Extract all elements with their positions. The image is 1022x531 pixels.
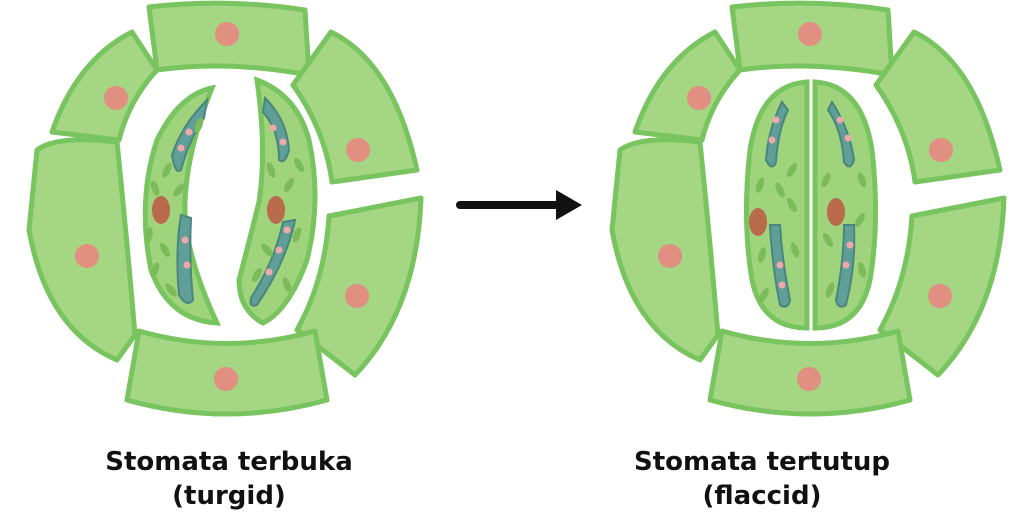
transition-arrow (456, 190, 582, 220)
caption-closed-state: (flaccid) (702, 481, 822, 511)
stoma-closed (612, 3, 1004, 414)
stoma-open (29, 3, 421, 414)
guard-cell-right (236, 76, 318, 326)
caption-open-title: Stomata terbuka (105, 447, 353, 477)
guard-cell-right (812, 79, 879, 331)
caption-closed: Stomata tertutup (flaccid) (582, 445, 942, 513)
epidermal-cells (29, 3, 421, 414)
caption-closed-title: Stomata tertutup (633, 447, 891, 477)
caption-open: Stomata terbuka (turgid) (49, 445, 409, 513)
guard-cell-left (743, 79, 810, 331)
caption-open-state: (turgid) (172, 481, 286, 511)
guard-cell-left (142, 84, 222, 326)
